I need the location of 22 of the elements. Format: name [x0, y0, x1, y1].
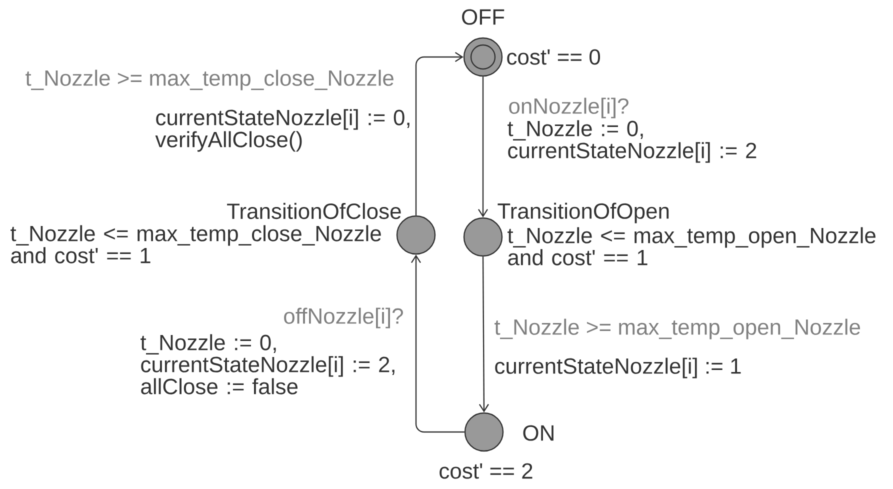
location-name: ON: [523, 425, 554, 441]
location-circle: [464, 412, 504, 452]
location-name: TransitionOfOpen: [498, 202, 669, 224]
location-name: TransitionOfClose: [227, 202, 401, 220]
transition-arrow: [478, 256, 489, 412]
edge-label: t_Nozzle >= max_temp_open_Nozzle: [494, 318, 860, 340]
location-circle: [463, 37, 503, 77]
invariant-text: t_Nozzle <= max_temp_open_Nozzle and cost' == 1: [508, 227, 876, 266]
update-text: currentStateNozzle[i] := 1: [495, 358, 741, 378]
invariant-text: t_Nozzle <= max_temp_close_Nozzle and cost' == 1: [10, 225, 381, 264]
update-text: t_Nozzle := 0, currentStateNozzle[i] := 2: [508, 120, 756, 163]
edge-label: t_Nozzle >= max_temp_close_Nozzle: [26, 70, 394, 90]
transition-arrow: [415, 52, 464, 216]
edge-label: onNozzle[i]?: [509, 98, 628, 118]
transition-arrow: [478, 76, 488, 218]
update-text: t_Nozzle := 0, currentStateNozzle[i] := 2, allClose := false: [140, 334, 394, 394]
transition-arrow: [411, 254, 464, 433]
edge-label: offNozzle[i]?: [284, 308, 403, 328]
location-name: OFF: [462, 9, 504, 25]
invariant-text: cost' == 2: [440, 463, 532, 479]
invariant-text: cost' == 0: [507, 49, 600, 65]
update-text: currentStateNozzle[i] := 0, verifyAllClose(): [155, 109, 410, 152]
